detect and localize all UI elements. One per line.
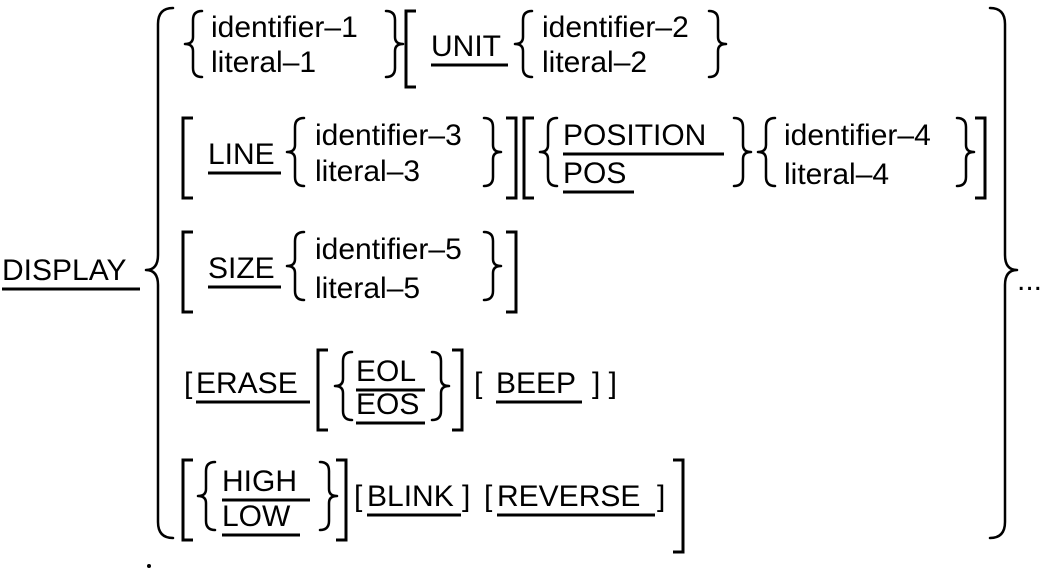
bracket-open (404, 9, 416, 89)
line-keyword: LINE (208, 138, 275, 171)
brace-open (538, 116, 559, 188)
brace-open (285, 116, 306, 188)
high-keyword: HIGH (222, 465, 297, 498)
position-keyword: POSITION (563, 119, 706, 152)
literal-1: literal–1 (211, 46, 316, 79)
brace-close (318, 460, 339, 532)
unit-keyword: UNIT (431, 30, 501, 63)
eos-keyword: EOS (356, 388, 419, 421)
bracket-open (181, 458, 193, 542)
brace-close (707, 9, 728, 79)
identifier-1: identifier–1 (211, 11, 358, 44)
beep-bracket-open: [ (474, 367, 483, 400)
blink-keyword: BLINK (367, 480, 454, 513)
brace-close (955, 116, 976, 188)
brace-close (482, 116, 503, 188)
brace-open (756, 116, 777, 188)
identifier-2: identifier–2 (542, 11, 689, 44)
reverse-bracket-close: ] (657, 480, 665, 513)
display-keyword: DISPLAY (2, 254, 127, 287)
eol-keyword: EOL (356, 355, 416, 388)
bracket-open (181, 116, 193, 200)
brace-close (384, 9, 405, 79)
literal-2: literal–2 (542, 46, 647, 79)
bracket-open (316, 348, 328, 432)
erase-keyword: ERASE (196, 367, 298, 400)
size-keyword: SIZE (208, 252, 275, 285)
row-line-position: LINE identifier–3 literal–3 POSITION POS… (181, 116, 987, 200)
bracket-close (975, 116, 987, 200)
reverse-bracket-open: [ (484, 480, 493, 513)
identifier-5: identifier–5 (315, 233, 462, 266)
blink-bracket-close: ] (462, 480, 470, 513)
brace-open (513, 9, 534, 79)
bracket-open (181, 230, 193, 314)
brace-open (333, 350, 354, 422)
bracket-close (506, 116, 518, 200)
bracket-close (506, 230, 518, 314)
low-keyword: LOW (222, 500, 291, 533)
beep-keyword: BEEP (496, 367, 576, 400)
brace-close (482, 230, 503, 302)
brace-close (732, 116, 753, 188)
literal-3: literal–3 (315, 155, 420, 188)
bracket-close-outer (673, 458, 685, 554)
pos-keyword: POS (563, 157, 626, 190)
bracket-close (452, 348, 464, 432)
brace-open (183, 9, 204, 79)
row-unit: identifier–1 literal–1 UNIT identifier–2… (183, 9, 728, 89)
blink-bracket-open: [ (354, 480, 363, 513)
bracket-close (336, 458, 348, 542)
literal-5: literal–5 (315, 272, 420, 305)
identifier-3: identifier–3 (315, 119, 462, 152)
outer-right-brace (988, 6, 1019, 540)
period-mark (147, 564, 151, 568)
beep-bracket-close: ] ] (592, 367, 617, 400)
row-size: SIZE identifier–5 literal–5 (181, 230, 518, 314)
row-erase: [ ERASE EOL EOS [ BEEP ] ] (184, 348, 617, 432)
brace-open (285, 230, 306, 302)
identifier-4: identifier–4 (784, 119, 931, 152)
bracket-open (522, 116, 534, 200)
erase-bracket-open: [ (184, 367, 193, 400)
ellipsis: ... (1017, 264, 1042, 297)
reverse-keyword: REVERSE (497, 480, 640, 513)
literal-4: literal–4 (784, 158, 889, 191)
outer-left-brace (144, 6, 175, 540)
brace-close (430, 350, 451, 422)
row-high-low: HIGH LOW [ BLINK ] [ REVERSE ] (181, 458, 685, 554)
brace-open (196, 460, 217, 532)
